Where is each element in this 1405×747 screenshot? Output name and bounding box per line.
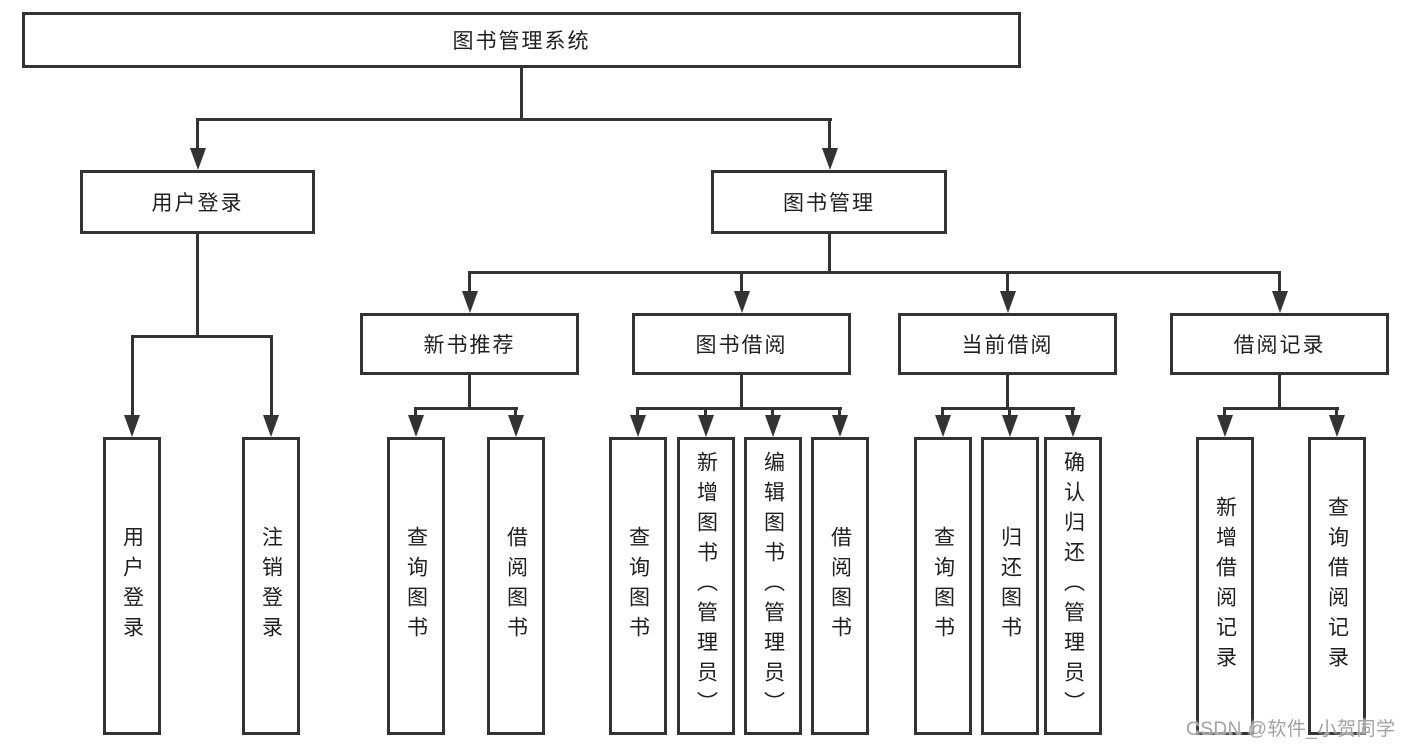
arrowhead-icon	[822, 148, 838, 170]
connector-g4-stem	[1278, 375, 1281, 410]
arrowhead-icon	[630, 415, 646, 437]
arrowhead-icon	[935, 415, 951, 437]
connector-g2-drop-2	[704, 407, 707, 419]
node-user-login-branch-label: 用户登录	[151, 192, 244, 215]
arrowhead-icon	[408, 415, 424, 437]
leaf-borrow-books-2-label: 借阅图书	[828, 526, 852, 646]
node-root-label: 图书管理系统	[452, 30, 591, 53]
leaf-query-borrow-record-label: 查询借阅记录	[1325, 496, 1349, 676]
arrowhead-icon	[124, 415, 140, 437]
connector-root-drop-left	[196, 118, 199, 152]
csdn-watermark: CSDN @软件_小贺同学	[1186, 719, 1396, 740]
arrowhead-icon	[1065, 415, 1081, 437]
arrowhead-icon	[765, 415, 781, 437]
connector-root-drop-right	[828, 118, 831, 152]
connector-g2-drop-4	[838, 407, 841, 419]
node-new-book-recommend-label: 新书推荐	[423, 334, 516, 357]
leaf-edit-books-admin-label: 编辑图书（管理员）	[761, 451, 785, 721]
leaf-query-books-2-label: 查询图书	[626, 526, 650, 646]
arrowhead-icon	[263, 415, 279, 437]
arrowhead-icon	[1217, 415, 1233, 437]
leaf-confirm-return-admin: 确认归还（管理员）	[1044, 437, 1102, 735]
node-book-management-branch: 图书管理	[711, 170, 947, 234]
arrowhead-icon	[1000, 291, 1016, 313]
connector-g4-rail	[1223, 407, 1339, 410]
leaf-user-login: 用户登录	[103, 437, 161, 735]
leaf-logout-label: 注销登录	[259, 526, 283, 646]
arrowhead-icon	[832, 415, 848, 437]
leaf-borrow-books-1-label: 借阅图书	[504, 526, 528, 646]
leaf-user-login-label: 用户登录	[120, 526, 144, 646]
connector-g3-drop-2	[1008, 407, 1011, 419]
node-new-book-recommend: 新书推荐	[360, 313, 579, 375]
arrowhead-icon	[1329, 415, 1345, 437]
leaf-query-borrow-record: 查询借阅记录	[1308, 437, 1366, 735]
connector-g1-drop-1	[414, 407, 417, 419]
connector-g3-stem	[1006, 375, 1009, 410]
node-borrowing-records-label: 借阅记录	[1233, 334, 1326, 357]
leaf-return-books: 归还图书	[981, 437, 1039, 735]
leaf-add-books-admin-label: 新增图书（管理员）	[694, 451, 718, 721]
connector-root-rail	[196, 118, 832, 121]
arrowhead-icon	[1002, 415, 1018, 437]
arrowhead-icon	[462, 291, 478, 313]
leaf-query-books-1: 查询图书	[387, 437, 445, 735]
arrowhead-icon	[508, 415, 524, 437]
connector-g4-drop-1	[1223, 407, 1226, 419]
leaf-add-borrow-record: 新增借阅记录	[1196, 437, 1254, 735]
leaf-query-books-1-label: 查询图书	[404, 526, 428, 646]
connector-bookmgmt-drop-1	[468, 271, 471, 295]
connector-g2-drop-1	[636, 407, 639, 419]
node-user-login-branch: 用户登录	[80, 170, 315, 234]
connector-g1-stem	[468, 375, 471, 410]
connector-bookmgmt-drop-4	[1278, 271, 1281, 295]
arrowhead-icon	[1272, 291, 1288, 313]
node-book-borrowing: 图书借阅	[632, 313, 851, 375]
connector-g2-drop-3	[771, 407, 774, 419]
arrowhead-icon	[698, 415, 714, 437]
connector-userlogin-stem	[196, 234, 199, 338]
connector-userlogin-rail	[131, 335, 273, 338]
leaf-return-books-label: 归还图书	[998, 526, 1022, 646]
connector-g1-rail	[414, 407, 518, 410]
leaf-query-books-2: 查询图书	[609, 437, 667, 735]
connector-bookmgmt-drop-2	[740, 271, 743, 295]
connector-g3-drop-1	[941, 407, 944, 419]
leaf-add-borrow-record-label: 新增借阅记录	[1213, 496, 1237, 676]
connector-g4-drop-2	[1335, 407, 1338, 419]
connector-g3-drop-3	[1071, 407, 1074, 419]
connector-root-stem	[520, 68, 523, 120]
connector-g1-drop-2	[514, 407, 517, 419]
connector-userlogin-drop-1	[131, 335, 134, 419]
node-borrowing-records: 借阅记录	[1170, 313, 1389, 375]
node-current-borrowing-label: 当前借阅	[961, 334, 1054, 357]
node-book-borrowing-label: 图书借阅	[695, 334, 788, 357]
connector-bookmgmt-rail	[468, 271, 1281, 274]
leaf-query-books-3: 查询图书	[914, 437, 972, 735]
node-current-borrowing: 当前借阅	[898, 313, 1117, 375]
connector-g2-stem	[740, 375, 743, 410]
node-root: 图书管理系统	[22, 12, 1021, 68]
leaf-confirm-return-admin-label: 确认归还（管理员）	[1061, 451, 1085, 721]
leaf-query-books-3-label: 查询图书	[931, 526, 955, 646]
leaf-logout: 注销登录	[242, 437, 300, 735]
node-book-management-branch-label: 图书管理	[783, 192, 875, 215]
leaf-borrow-books-1: 借阅图书	[487, 437, 545, 735]
arrowhead-icon	[190, 148, 206, 170]
leaf-add-books-admin: 新增图书（管理员）	[677, 437, 735, 735]
connector-bookmgmt-stem	[828, 234, 831, 273]
leaf-borrow-books-2: 借阅图书	[811, 437, 869, 735]
leaf-edit-books-admin: 编辑图书（管理员）	[744, 437, 802, 735]
arrowhead-icon	[734, 291, 750, 313]
connector-bookmgmt-drop-3	[1006, 271, 1009, 295]
connector-userlogin-drop-2	[270, 335, 273, 419]
connector-g2-rail	[636, 407, 842, 410]
